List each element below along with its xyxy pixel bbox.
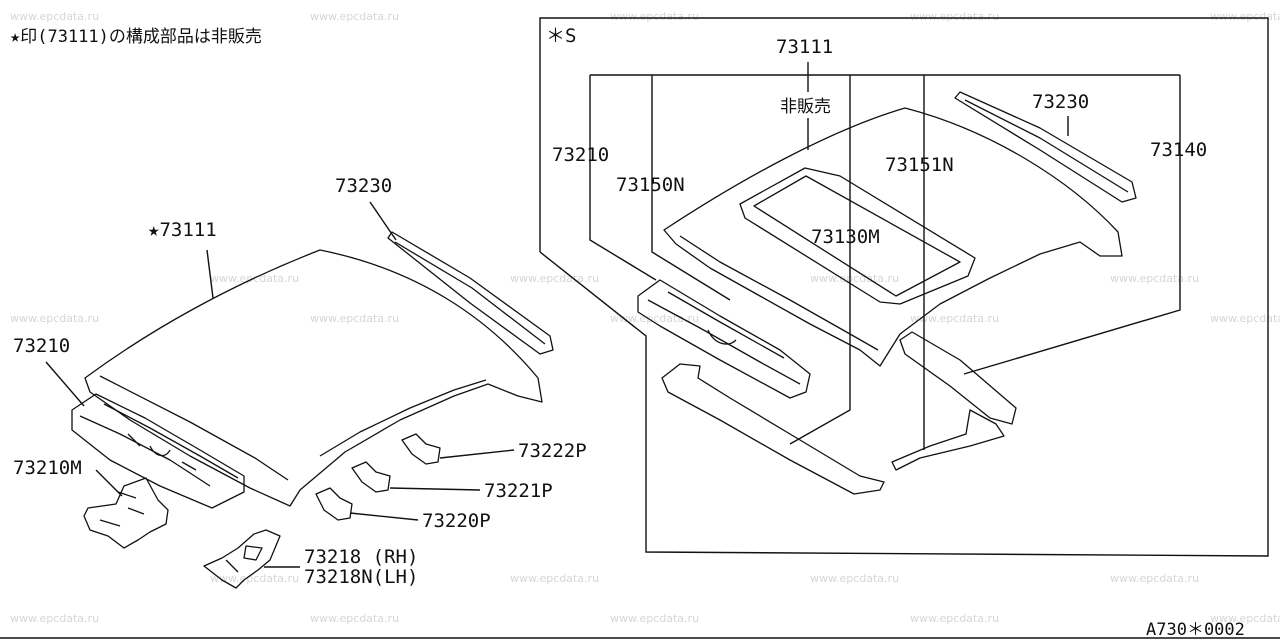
watermark: www.epcdata.ru xyxy=(1210,612,1280,625)
leader-73221p xyxy=(389,487,481,491)
label-73230-left: 73230 xyxy=(335,175,392,197)
watermark: www.epcdata.ru xyxy=(310,312,399,325)
bracket-73210m xyxy=(83,477,169,549)
roof-panel-rear-edge xyxy=(319,379,487,457)
clip-73220p xyxy=(315,487,353,521)
bracket-73218-detail xyxy=(225,545,263,573)
front-rail-detail xyxy=(79,403,239,487)
watermark: www.epcdata.ru xyxy=(310,612,399,625)
not-sold-note: ★印(73111)の構成部品は非販売 xyxy=(10,27,262,47)
watermark: www.epcdata.ru xyxy=(510,572,599,585)
watermark: www.epcdata.ru xyxy=(210,572,299,585)
watermark: www.epcdata.ru xyxy=(810,272,899,285)
leader-73130m xyxy=(789,75,851,445)
side-rail-73140 xyxy=(899,331,1017,425)
watermark-layer: www.epcdata.ru www.epcdata.ru www.epcdat… xyxy=(10,10,1280,625)
clip-73222p xyxy=(401,433,441,465)
watermark: www.epcdata.ru xyxy=(1110,272,1199,285)
label-73130m: 73130M xyxy=(811,226,880,248)
sunroof-opening-inner xyxy=(753,175,961,297)
label-73218-rh: 73218 (RH) xyxy=(304,546,418,568)
watermark: www.epcdata.ru xyxy=(910,612,999,625)
sunroof-front-rail xyxy=(637,279,811,399)
watermark: www.epcdata.ru xyxy=(910,10,999,23)
label-73210-right: 73210 xyxy=(552,144,609,166)
label-73220p: 73220P xyxy=(422,510,491,532)
sunroof-frame xyxy=(661,363,885,495)
label-73218n-lh: 73218N(LH) xyxy=(304,566,418,588)
label-73151n: 73151N xyxy=(885,154,954,176)
watermark: www.epcdata.ru xyxy=(1210,312,1280,325)
bracket-73218 xyxy=(203,529,281,589)
drip-rail-groove xyxy=(394,241,546,345)
sunroof-frame-rear xyxy=(891,409,1005,471)
leader-73230 xyxy=(369,201,397,241)
drip-rail xyxy=(387,231,554,355)
label-73210m: 73210M xyxy=(13,457,82,479)
front-rail xyxy=(71,393,245,509)
sunroof-drip-rail xyxy=(954,91,1137,203)
sunroof-roof-panel xyxy=(663,107,1123,367)
watermark: www.epcdata.ru xyxy=(10,10,99,23)
label-73221p: 73221P xyxy=(484,480,553,502)
roof-panel-inner-edge xyxy=(99,375,289,481)
watermark: www.epcdata.ru xyxy=(910,312,999,325)
leader-73150n xyxy=(651,75,731,301)
roof-panel-outline xyxy=(84,249,543,507)
leader-73111 xyxy=(206,249,214,299)
front-rail-holes xyxy=(127,433,197,471)
watermark: www.epcdata.ru xyxy=(1110,572,1199,585)
label-73150n: 73150N xyxy=(616,174,685,196)
watermark: www.epcdata.ru xyxy=(610,612,699,625)
watermark: www.epcdata.ru xyxy=(1210,10,1280,23)
drawing-code: A730＊0002 xyxy=(1146,620,1245,640)
label-73140: 73140 xyxy=(1150,139,1207,161)
watermark: www.epcdata.ru xyxy=(610,10,699,23)
leader-73210-right xyxy=(589,75,657,281)
clip-73221p xyxy=(351,461,391,493)
sunroof-opening xyxy=(739,167,976,305)
watermark: www.epcdata.ru xyxy=(310,10,399,23)
watermark: www.epcdata.ru xyxy=(10,612,99,625)
leader-73222p xyxy=(439,449,515,459)
label-73111-star: ★73111 xyxy=(148,219,217,241)
label-73111-right: 73111 xyxy=(776,36,833,58)
leader-73210m xyxy=(95,469,123,497)
leader-73210 xyxy=(45,361,85,407)
label-73210-left: 73210 xyxy=(13,335,70,357)
label-73230-right: 73230 xyxy=(1032,91,1089,113)
watermark: www.epcdata.ru xyxy=(810,572,899,585)
sunroof-drip-rail-groove xyxy=(964,99,1129,193)
watermark: www.epcdata.ru xyxy=(10,312,99,325)
sunroof-box: ＊S 73111 非販売 73230 73140 73210 731 xyxy=(539,17,1269,557)
sunroof-inner-edge xyxy=(679,235,879,351)
watermark: www.epcdata.ru xyxy=(510,272,599,285)
leader-73140 xyxy=(963,75,1181,375)
label-not-sold: 非販売 xyxy=(780,97,831,117)
left-assembly: ★73111 73230 73210 73210M 73222P 73221P … xyxy=(13,175,587,589)
sunroof-front-rail-detail xyxy=(647,291,801,385)
label-73222p: 73222P xyxy=(518,440,587,462)
bracket-73210m-detail xyxy=(99,491,145,527)
box-outline xyxy=(539,17,1269,557)
box-marker: ＊S xyxy=(546,25,576,47)
leader-73220p xyxy=(349,512,419,521)
